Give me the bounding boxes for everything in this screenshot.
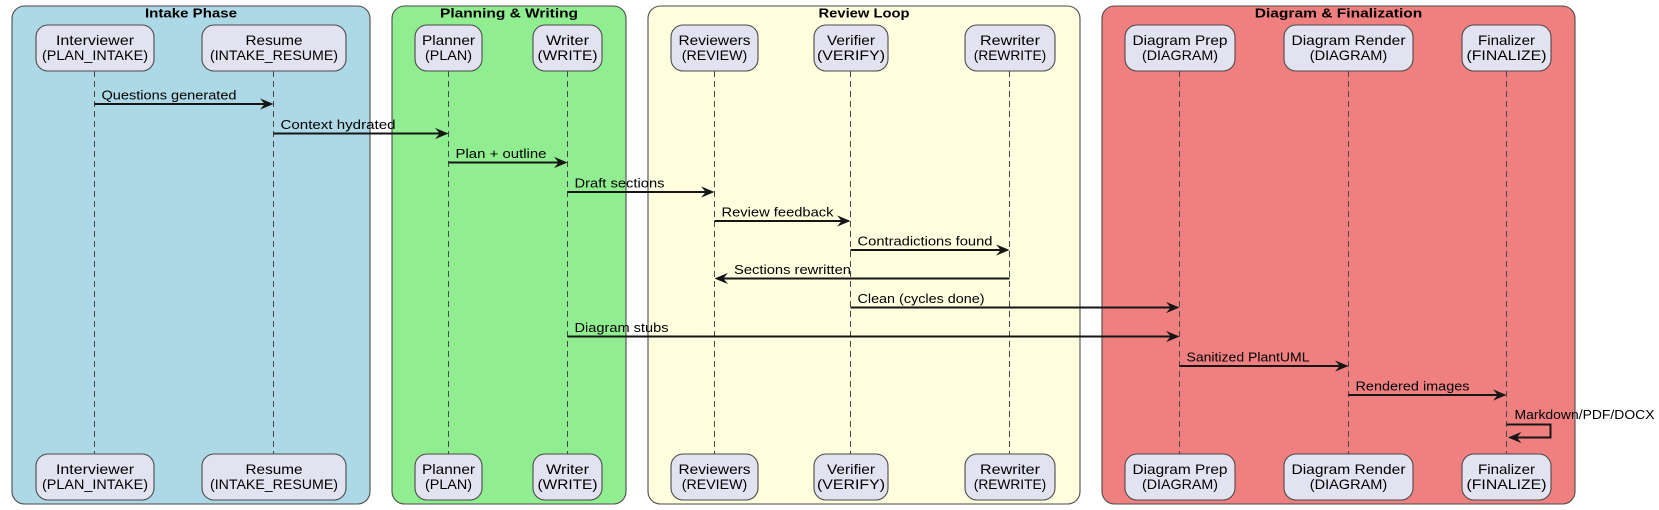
svg-text:Reviewers: Reviewers xyxy=(679,461,751,477)
svg-text:(REVIEW): (REVIEW) xyxy=(682,476,748,492)
svg-text:(PLAN): (PLAN) xyxy=(425,476,472,492)
svg-text:Resume: Resume xyxy=(246,461,303,477)
svg-text:(REWRITE): (REWRITE) xyxy=(974,47,1047,63)
svg-text:Context hydrated: Context hydrated xyxy=(281,117,396,132)
svg-text:Planner: Planner xyxy=(422,461,475,477)
svg-text:(VERIFY): (VERIFY) xyxy=(817,476,885,492)
svg-text:Rewriter: Rewriter xyxy=(980,461,1040,477)
svg-text:(FINALIZE): (FINALIZE) xyxy=(1467,47,1547,63)
svg-text:Diagram Prep: Diagram Prep xyxy=(1133,461,1228,477)
svg-text:(WRITE): (WRITE) xyxy=(538,47,598,63)
svg-text:Plan + outline: Plan + outline xyxy=(456,146,547,161)
svg-text:Rendered images: Rendered images xyxy=(1356,379,1471,394)
svg-text:Verifier: Verifier xyxy=(827,32,875,48)
svg-text:Finalizer: Finalizer xyxy=(1478,461,1535,477)
svg-text:Resume: Resume xyxy=(246,32,303,48)
svg-text:Diagram & Finalization: Diagram & Finalization xyxy=(1255,6,1423,21)
svg-text:Planner: Planner xyxy=(422,32,475,48)
svg-text:(REWRITE): (REWRITE) xyxy=(974,476,1047,492)
svg-text:Diagram stubs: Diagram stubs xyxy=(575,320,670,335)
svg-text:Review Loop: Review Loop xyxy=(819,6,910,21)
svg-text:(DIAGRAM): (DIAGRAM) xyxy=(1310,476,1388,492)
svg-text:Contradictions found: Contradictions found xyxy=(858,234,993,249)
svg-text:(REVIEW): (REVIEW) xyxy=(682,47,748,63)
svg-text:Writer: Writer xyxy=(546,461,589,477)
svg-text:Diagram Render: Diagram Render xyxy=(1292,461,1406,477)
svg-text:Rewriter: Rewriter xyxy=(980,32,1040,48)
svg-text:Reviewers: Reviewers xyxy=(679,32,751,48)
svg-text:(PLAN_INTAKE): (PLAN_INTAKE) xyxy=(42,476,148,492)
svg-text:(INTAKE_RESUME): (INTAKE_RESUME) xyxy=(210,47,338,63)
svg-text:Sanitized PlantUML: Sanitized PlantUML xyxy=(1187,350,1310,365)
svg-text:Clean (cycles done): Clean (cycles done) xyxy=(858,291,985,306)
svg-text:Diagram Render: Diagram Render xyxy=(1292,32,1406,48)
svg-text:Review feedback: Review feedback xyxy=(722,205,835,220)
svg-text:(VERIFY): (VERIFY) xyxy=(817,47,885,63)
svg-text:(FINALIZE): (FINALIZE) xyxy=(1467,476,1547,492)
svg-text:(WRITE): (WRITE) xyxy=(538,476,598,492)
svg-text:(DIAGRAM): (DIAGRAM) xyxy=(1142,476,1218,492)
svg-text:(DIAGRAM): (DIAGRAM) xyxy=(1142,47,1218,63)
svg-text:(INTAKE_RESUME): (INTAKE_RESUME) xyxy=(210,476,338,492)
svg-text:Verifier: Verifier xyxy=(827,461,875,477)
svg-text:(PLAN): (PLAN) xyxy=(425,47,472,63)
svg-text:Questions generated: Questions generated xyxy=(102,88,237,103)
svg-text:(DIAGRAM): (DIAGRAM) xyxy=(1310,47,1388,63)
svg-text:Sections rewritten: Sections rewritten xyxy=(734,262,851,277)
svg-text:(PLAN_INTAKE): (PLAN_INTAKE) xyxy=(42,47,148,63)
svg-text:Draft sections: Draft sections xyxy=(575,176,666,191)
svg-text:Interviewer: Interviewer xyxy=(56,32,134,48)
svg-text:Intake Phase: Intake Phase xyxy=(145,6,237,21)
svg-text:Diagram Prep: Diagram Prep xyxy=(1133,32,1228,48)
svg-text:Finalizer: Finalizer xyxy=(1478,32,1535,48)
svg-text:Writer: Writer xyxy=(546,32,589,48)
svg-text:Interviewer: Interviewer xyxy=(56,461,134,477)
svg-text:Markdown/PDF/DOCX: Markdown/PDF/DOCX xyxy=(1515,407,1655,422)
svg-text:Planning & Writing: Planning & Writing xyxy=(440,6,578,21)
